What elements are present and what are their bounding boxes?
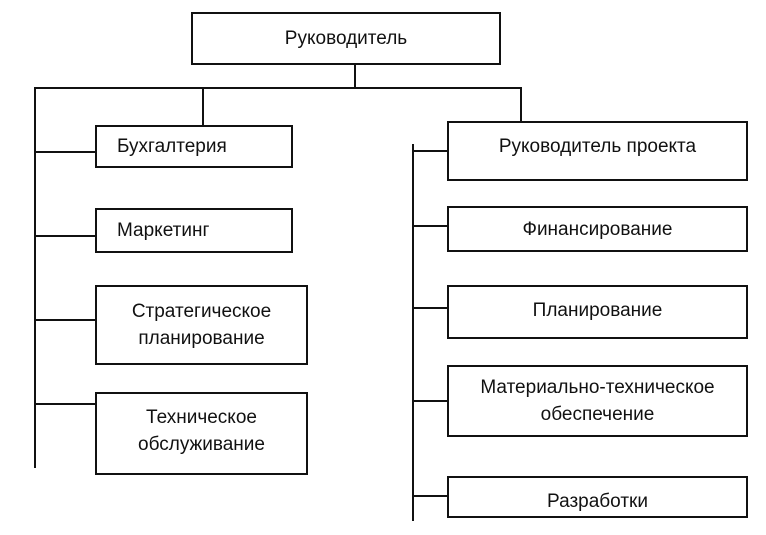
marketing-node: Маркетинг: [95, 208, 293, 253]
financing-node: Финансирование: [447, 206, 748, 252]
planning-node: Планирование: [447, 285, 748, 339]
root-node: Руководитель: [191, 12, 501, 65]
accounting-node: Бухгалтерия: [95, 125, 293, 168]
technical-service-node: Техническое обслуживание: [95, 392, 308, 475]
development-node: Разработки: [447, 476, 748, 518]
project-manager-node: Руководитель проекта: [447, 121, 748, 181]
strategic-planning-node: Стратегическое планирование: [95, 285, 308, 365]
logistics-node: Материально-техническое обеспечение: [447, 365, 748, 437]
